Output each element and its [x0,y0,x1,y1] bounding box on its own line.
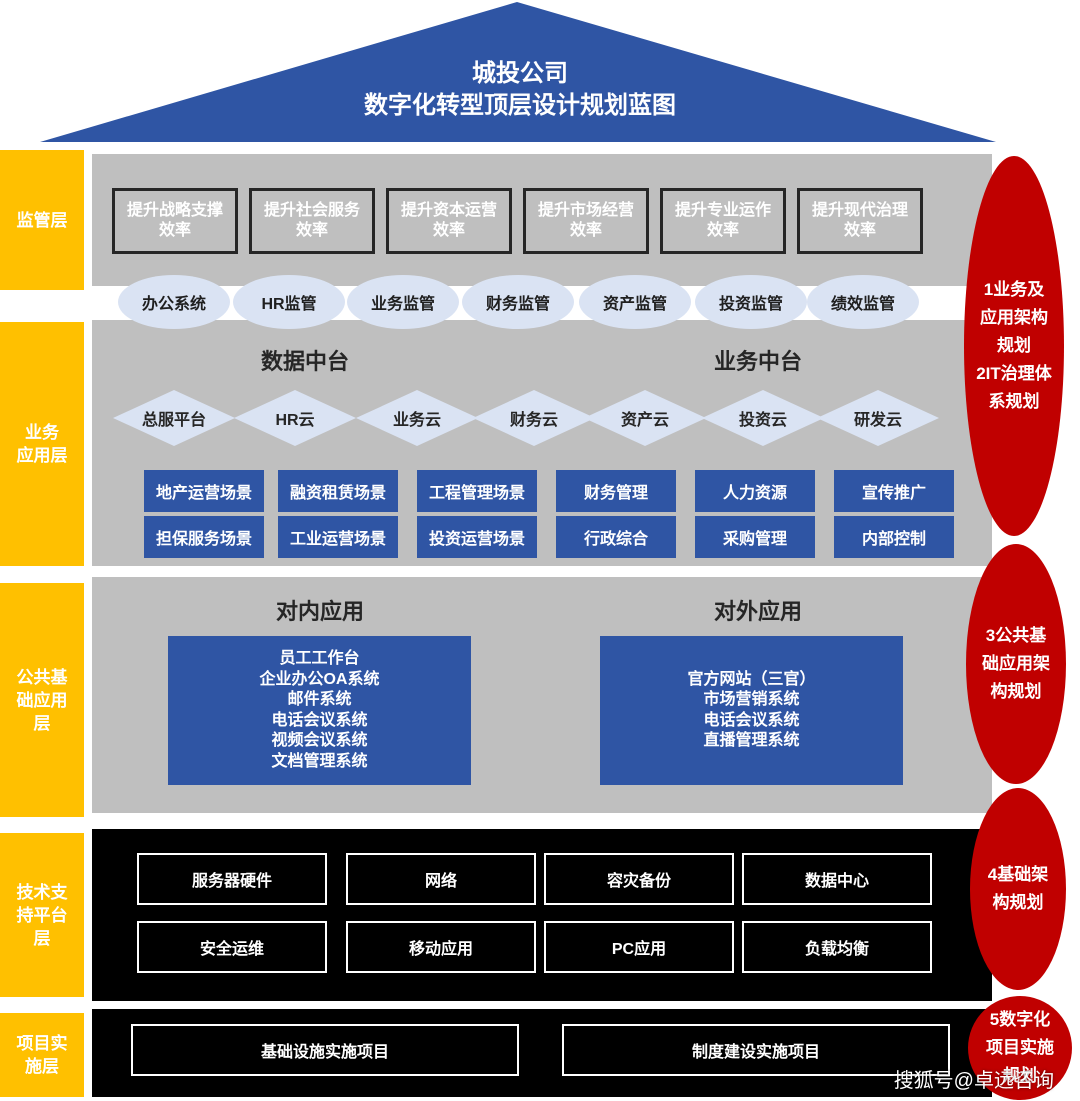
monitor-asset: 资产监管 [579,275,691,329]
tech-network: 网络 [346,853,536,905]
cloud-diamond-business: 业务云 [356,390,478,446]
efficiency-box-capital: 提升资本运营效率 [386,188,512,254]
title-line-2: 数字化转型顶层设计规划蓝图 [364,92,676,119]
planning-ellipse-project: 5数字化 项目实施 规划 [968,996,1072,1100]
cloud-diamond-finance: 财务云 [473,390,595,446]
tech-security-ops: 安全运维 [137,921,327,973]
efficiency-box-market: 提升市场经营效率 [523,188,649,254]
scene-real-estate: 地产运营场景 [144,470,264,512]
internal-app-item: 企业办公OA系统 [259,670,380,688]
heading-business-platform: 业务中台 [713,349,802,374]
scene-engineering: 工程管理场景 [417,470,537,512]
scene-procurement: 采购管理 [695,516,815,558]
cloud-diamond-hr: HR云 [234,390,356,446]
scene-guarantee: 担保服务场景 [144,516,264,558]
page-title: 城投公司 数字化转型顶层设计规划蓝图 [280,58,760,122]
diamond-shape [234,390,356,446]
heading-internal-apps: 对内应用 [275,599,364,624]
scene-investment-ops: 投资运营场景 [417,516,537,558]
planning-ellipse-business-it: 1业务及 应用架构 规划 2IT治理体 系规划 [964,156,1064,536]
efficiency-box-social: 提升社会服务效率 [249,188,375,254]
diamond-shape [817,390,939,446]
internal-app-item: 员工工作台 [279,650,360,667]
external-apps-block: 官方网站（三官） 市场营销系统 电话会议系统 直播管理系统 [600,636,903,785]
internal-app-item: 邮件系统 [287,691,352,708]
planning-ellipse-public-base: 3公共基 础应用架 构规划 [966,544,1066,784]
scene-finance-mgmt: 财务管理 [556,470,676,512]
watermark: 搜狐号@卓远咨询 [893,1070,1054,1092]
planning-ellipse-infrastructure: 4基础架 构规划 [970,788,1066,990]
external-app-item: 官方网站（三官） [687,670,816,688]
scene-industrial: 工业运营场景 [278,516,398,558]
diamond-shape [702,390,824,446]
cloud-diamond-rnd: 研发云 [817,390,939,446]
scene-internal-control: 内部控制 [834,516,954,558]
monitor-office-system: 办公系统 [118,275,230,329]
project-institution: 制度建设实施项目 [562,1024,950,1076]
monitor-investment: 投资监管 [695,275,807,329]
external-app-item: 直播管理系统 [703,732,800,749]
external-app-item: 电话会议系统 [703,711,800,729]
internal-apps-block: 员工工作台 企业办公OA系统 邮件系统 电话会议系统 视频会议系统 文档管理系统 [168,636,471,785]
monitor-finance: 财务监管 [462,275,574,329]
scene-hr: 人力资源 [695,470,815,512]
tech-mobile-app: 移动应用 [346,921,536,973]
roof-triangle [40,2,996,142]
diamond-shape [356,390,478,446]
project-infrastructure: 基础设施实施项目 [131,1024,519,1076]
tech-disaster-backup: 容灾备份 [544,853,734,905]
cloud-diamond-general-service: 总服平台 [113,390,235,446]
layer-label-public-base: 公共基 础应用 层 [0,583,84,817]
tech-data-center: 数据中心 [742,853,932,905]
diamond-shape [113,390,235,446]
layer-label-supervision: 监管层 [0,150,84,290]
diamond-shape [584,390,706,446]
scene-admin: 行政综合 [556,516,676,558]
layer-label-tech-support: 技术支 持平台 层 [0,833,84,997]
tech-server-hardware: 服务器硬件 [137,853,327,905]
layer-label-project-impl: 项目实 施层 [0,1013,84,1097]
layer-label-business-app: 业务 应用层 [0,322,84,566]
diamond-shape [473,390,595,446]
title-line-1: 城投公司 [472,60,568,87]
monitor-hr: HR监管 [233,275,345,329]
monitor-performance: 绩效监管 [807,275,919,329]
external-app-item: 市场营销系统 [703,691,800,708]
tech-pc-app: PC应用 [544,921,734,973]
monitor-business: 业务监管 [347,275,459,329]
scene-promotion: 宣传推广 [834,470,954,512]
scene-financial-leasing: 融资租赁场景 [278,470,398,512]
cloud-diamond-investment: 投资云 [702,390,824,446]
efficiency-box-professional: 提升专业运作效率 [660,188,786,254]
internal-app-item: 视频会议系统 [271,732,368,749]
efficiency-box-governance: 提升现代治理效率 [797,188,923,254]
tech-load-balancing: 负载均衡 [742,921,932,973]
efficiency-box-strategy: 提升战略支撑效率 [112,188,238,254]
panel-project-impl [92,1009,992,1097]
heading-external-apps: 对外应用 [713,599,802,624]
cloud-diamond-asset: 资产云 [584,390,706,446]
internal-app-item: 电话会议系统 [271,711,368,729]
heading-data-platform: 数据中台 [260,349,349,374]
internal-app-item: 文档管理系统 [271,752,368,770]
